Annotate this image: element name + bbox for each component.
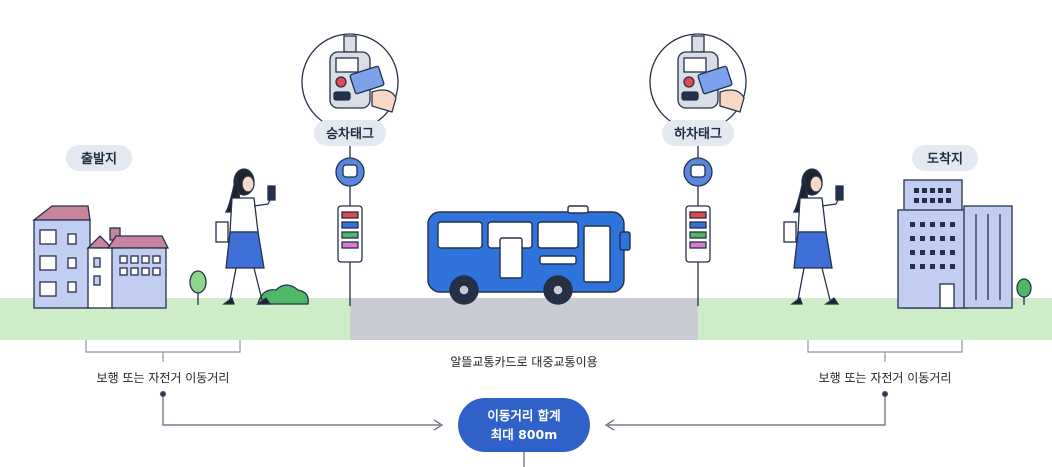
alight-tag-pill: 하차태그 [662,120,734,146]
card-reader-icon [649,33,747,131]
sum-connectors [159,390,889,467]
building-icon [897,179,1013,309]
origin-label: 출발지 [81,151,117,167]
building-icon [32,205,170,309]
ground [0,298,1052,340]
card-reader-icon [301,33,399,131]
transit-caption: 알뜰교통카드로 대중교통이용 [450,355,597,369]
bus-stop-sign-icon [683,146,713,306]
tree-icon [1016,278,1032,305]
board-tag-label: 승차태그 [326,126,374,142]
distance-sum-badge: 이동거리 합계 최대 800m [458,398,590,452]
bus-icon [427,205,631,305]
destination-label-pill: 도착지 [912,145,978,171]
right-distance-bracket [807,340,963,362]
left-distance-bracket [85,340,241,362]
walking-woman-icon [215,168,276,305]
bush-icon [257,284,309,305]
board-tag-pill: 승차태그 [314,120,386,146]
alight-tag-label: 하차태그 [674,126,722,142]
sum-line-1: 이동거리 합계 [487,408,560,423]
sum-line-2: 최대 800m [491,427,557,442]
right-walk-caption: 보행 또는 자전거 이동거리 [819,370,952,385]
bus-stop-sign-icon [335,146,365,306]
origin-label-pill: 출발지 [66,145,132,171]
left-walk-caption: 보행 또는 자전거 이동거리 [97,370,230,385]
tree-icon [189,270,207,305]
walking-woman-icon [783,168,844,305]
destination-label: 도착지 [927,151,963,167]
